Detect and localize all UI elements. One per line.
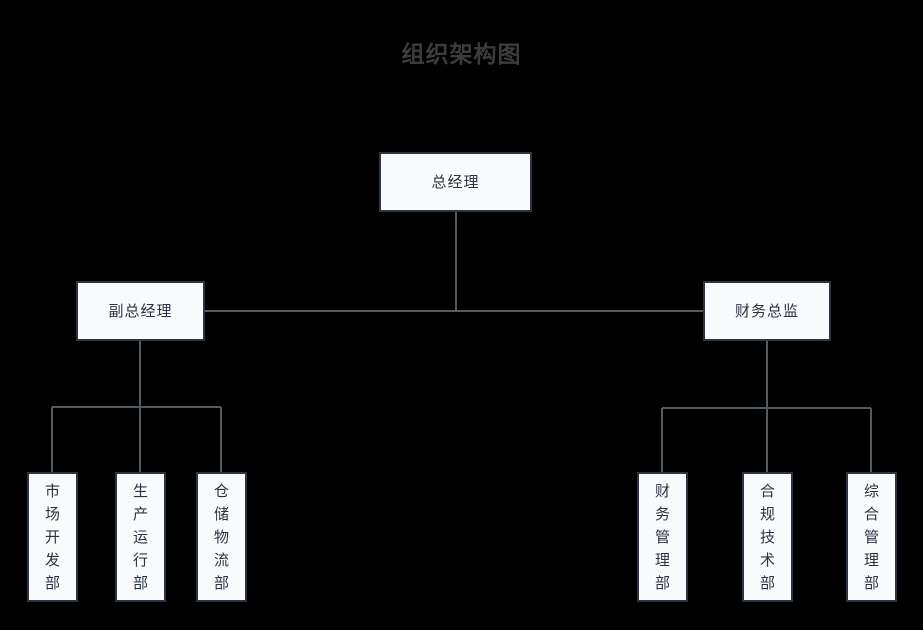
node-label: 合规技术部: [759, 481, 775, 592]
node-label: 总经理: [431, 173, 480, 191]
node-label: 仓储物流部: [213, 481, 229, 592]
node-production-operations-dept[interactable]: 生产运行部: [115, 472, 166, 602]
node-general-management-dept[interactable]: 综合管理部: [846, 472, 897, 602]
node-market-development-dept[interactable]: 市场开发部: [27, 472, 78, 602]
node-label: 市场开发部: [44, 481, 60, 592]
page-title: 组织架构图: [401, 42, 522, 68]
node-general-manager[interactable]: 总经理: [379, 152, 532, 212]
node-warehousing-logistics-dept[interactable]: 仓储物流部: [196, 472, 247, 602]
node-label: 财务总监: [734, 302, 799, 320]
node-label: 财务管理部: [654, 481, 670, 592]
node-financial-director[interactable]: 财务总监: [703, 281, 831, 341]
node-financial-management-dept[interactable]: 财务管理部: [637, 472, 688, 602]
node-compliance-technology-dept[interactable]: 合规技术部: [742, 472, 793, 602]
node-label: 副总经理: [108, 302, 173, 320]
node-deputy-general-manager[interactable]: 副总经理: [76, 281, 205, 341]
node-label: 综合管理部: [863, 481, 879, 592]
node-label: 生产运行部: [132, 481, 148, 592]
